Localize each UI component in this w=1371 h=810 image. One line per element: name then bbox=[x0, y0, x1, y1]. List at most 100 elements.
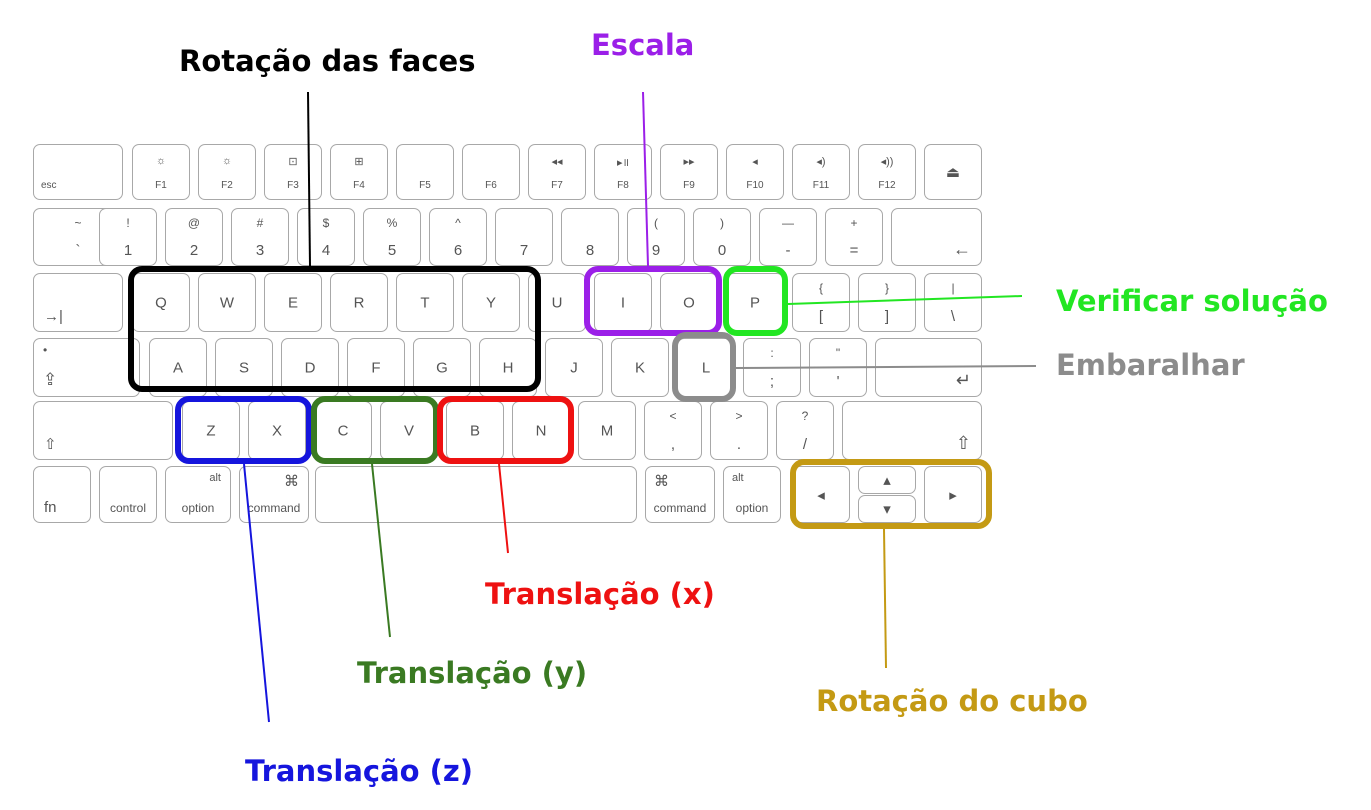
key-shift-label: + bbox=[850, 216, 858, 230]
key-x[interactable]: X bbox=[248, 401, 306, 460]
key-symbol: ⌘ bbox=[654, 473, 669, 490]
key-backslash[interactable]: |\ bbox=[924, 273, 982, 332]
key-f1[interactable]: ☼F1 bbox=[132, 144, 190, 200]
key-2[interactable]: @2 bbox=[165, 208, 223, 266]
key-f3[interactable]: ⊡F3 bbox=[264, 144, 322, 200]
key-5[interactable]: %5 bbox=[363, 208, 421, 266]
key-esc[interactable]: esc bbox=[33, 144, 123, 200]
key-label: O bbox=[683, 294, 695, 311]
key-label: ↵ bbox=[955, 370, 971, 390]
key-space[interactable] bbox=[315, 466, 637, 523]
key-shift-label: : bbox=[770, 346, 774, 360]
key-shift-label: # bbox=[256, 216, 264, 230]
key-label: G bbox=[436, 359, 448, 376]
key-i[interactable]: I bbox=[594, 273, 652, 332]
key-label: ▴ bbox=[883, 472, 891, 489]
key-label: 0 bbox=[717, 242, 727, 259]
key-6[interactable]: ^6 bbox=[429, 208, 487, 266]
key-label: F10 bbox=[746, 180, 764, 191]
label-translacao-z: Translação (z) bbox=[245, 754, 474, 788]
key-f6[interactable]: F6 bbox=[462, 144, 520, 200]
key-label: Y bbox=[485, 294, 496, 311]
key-label: 1 bbox=[123, 242, 133, 259]
key-label: ] bbox=[884, 308, 890, 325]
key-f10[interactable]: ◂F10 bbox=[726, 144, 784, 200]
key-f2[interactable]: ☼F2 bbox=[198, 144, 256, 200]
key-backspace[interactable]: ← bbox=[891, 208, 982, 266]
key-label: 7 bbox=[519, 242, 529, 259]
key-arrow-right[interactable]: ▸ bbox=[924, 466, 982, 523]
key-shift-label: % bbox=[386, 216, 398, 230]
key-label: V bbox=[403, 422, 414, 439]
key-f12[interactable]: ◂)) F12 bbox=[858, 144, 916, 200]
key-r[interactable]: R bbox=[330, 273, 388, 332]
key-t[interactable]: T bbox=[396, 273, 454, 332]
leader-line-escala bbox=[642, 91, 649, 267]
key-arrow-left[interactable]: ◂ bbox=[792, 466, 850, 523]
key-label: F8 bbox=[617, 180, 629, 191]
key-tab[interactable]: →| bbox=[33, 273, 123, 332]
key-8[interactable]: 8 bbox=[561, 208, 619, 266]
key-q[interactable]: Q bbox=[132, 273, 190, 332]
key-eject[interactable]: ⏏ bbox=[924, 144, 982, 200]
key-shift-label: > bbox=[735, 409, 743, 423]
key-label: F12 bbox=[878, 180, 896, 191]
key-label: Q bbox=[155, 294, 167, 311]
key-w[interactable]: W bbox=[198, 273, 256, 332]
key-control[interactable]: control bbox=[99, 466, 157, 523]
highlight-box-rot-cubo bbox=[790, 459, 992, 529]
key-blank[interactable]: ?/ bbox=[776, 401, 834, 460]
leader-line-rot-cubo bbox=[883, 528, 887, 669]
key-label: B bbox=[469, 422, 480, 439]
key-shift[interactable]: ⇧ bbox=[842, 401, 982, 460]
key-7[interactable]: 7 bbox=[495, 208, 553, 266]
key-3[interactable]: #3 bbox=[231, 208, 289, 266]
key-f4[interactable]: ⊞F4 bbox=[330, 144, 388, 200]
key-4[interactable]: $4 bbox=[297, 208, 355, 266]
key-arrow-down[interactable]: ▾ bbox=[858, 495, 916, 523]
key-f7[interactable]: ◂◂F7 bbox=[528, 144, 586, 200]
key-blank[interactable]: += bbox=[825, 208, 883, 266]
key-blank[interactable]: >. bbox=[710, 401, 768, 460]
key-1[interactable]: !1 bbox=[99, 208, 157, 266]
key-shift-label: ) bbox=[720, 216, 724, 230]
key-9[interactable]: (9 bbox=[627, 208, 685, 266]
key-shift-label: ~ bbox=[74, 216, 82, 230]
key-blank[interactable]: <, bbox=[644, 401, 702, 460]
key-label: S bbox=[238, 359, 249, 376]
leader-line-trans-x bbox=[498, 463, 509, 554]
key-command[interactable]: ⌘ command bbox=[645, 466, 715, 523]
key-y[interactable]: Y bbox=[462, 273, 520, 332]
key-k[interactable]: K bbox=[611, 338, 669, 397]
key-blank[interactable]: —- bbox=[759, 208, 817, 266]
key-f5[interactable]: F5 bbox=[396, 144, 454, 200]
key-icon: ◂)) bbox=[880, 156, 894, 168]
key-f8[interactable]: ▸॥F8 bbox=[594, 144, 652, 200]
key-blank[interactable]: }] bbox=[858, 273, 916, 332]
key-e[interactable]: E bbox=[264, 273, 322, 332]
key-m[interactable]: M bbox=[578, 401, 636, 460]
key-label: = bbox=[849, 242, 859, 259]
leader-line-trans-z bbox=[243, 463, 270, 723]
key-0[interactable]: )0 bbox=[693, 208, 751, 266]
key-l[interactable]: L bbox=[677, 338, 735, 397]
key-label: command bbox=[653, 501, 707, 515]
key-label: P bbox=[749, 294, 760, 311]
key-shift[interactable]: ⇧ bbox=[33, 401, 173, 460]
leader-line-trans-y bbox=[371, 463, 391, 638]
label-translacao-x: Translação (x) bbox=[485, 577, 715, 611]
key-icon: ▸▸ bbox=[683, 156, 695, 168]
key-fn[interactable]: fn bbox=[33, 466, 91, 523]
key-capslock[interactable]: •⇪ bbox=[33, 338, 140, 397]
key-arrow-up[interactable]: ▴ bbox=[858, 466, 916, 494]
key-label: option bbox=[181, 501, 215, 515]
key-f9[interactable]: ▸▸F9 bbox=[660, 144, 718, 200]
key-j[interactable]: J bbox=[545, 338, 603, 397]
highlight-box-trans-z bbox=[175, 396, 312, 464]
key-shift-label: ^ bbox=[455, 216, 461, 230]
key-command[interactable]: ⌘command bbox=[239, 466, 309, 523]
key-f11[interactable]: ◂)F11 bbox=[792, 144, 850, 200]
key-label: C bbox=[337, 422, 349, 439]
